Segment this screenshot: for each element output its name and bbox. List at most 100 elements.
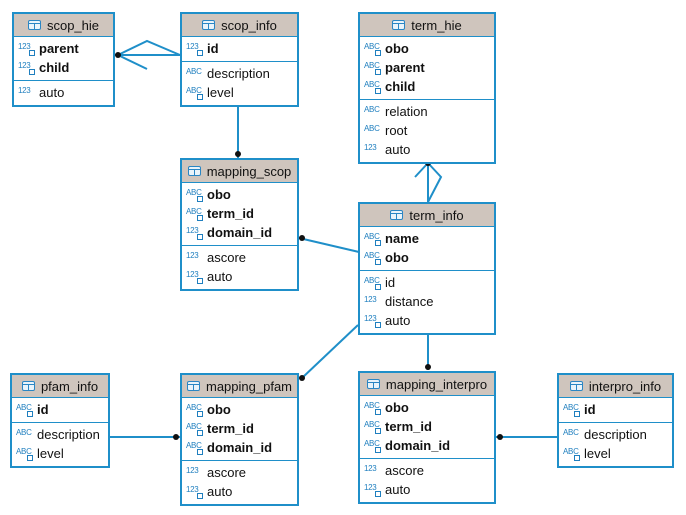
table-header[interactable]: mapping_pfam <box>182 375 297 398</box>
type-glyph: ABC <box>364 79 380 89</box>
index-badge-icon <box>375 321 381 328</box>
key-badge-icon <box>29 68 35 75</box>
numeric-type-icon: 123 <box>186 466 203 480</box>
column-name: auto <box>385 482 411 497</box>
numeric-type-icon: 123 <box>186 226 203 240</box>
string-type-icon: ABC <box>563 403 580 417</box>
column-name: domain_id <box>207 225 273 240</box>
key-badge-icon <box>375 427 381 434</box>
column-row[interactable]: 123 domain_id <box>182 223 297 242</box>
column-row[interactable]: ABC obo <box>360 39 494 58</box>
key-badge-icon <box>574 410 580 417</box>
table-icon <box>187 381 200 391</box>
type-glyph: ABC <box>364 104 380 114</box>
table-header[interactable]: mapping_scop <box>182 160 297 183</box>
key-badge-icon <box>375 446 381 453</box>
type-glyph: ABC <box>364 275 380 285</box>
key-badge-icon <box>197 49 203 56</box>
numeric-type-icon: 123 <box>18 86 35 100</box>
string-type-icon: ABC <box>16 428 33 442</box>
string-type-icon: ABC <box>364 439 381 453</box>
type-glyph: 123 <box>186 269 199 279</box>
table-header[interactable]: mapping_interpro <box>360 373 494 396</box>
table-header[interactable]: term_hie <box>360 14 494 37</box>
string-type-icon: ABC <box>364 232 381 246</box>
column-row[interactable]: ABC term_id <box>182 419 297 438</box>
key-badge-icon <box>375 87 381 94</box>
table-header[interactable]: term_info <box>360 204 494 227</box>
table-header[interactable]: interpro_info <box>559 375 672 398</box>
rel-end-dot <box>173 434 179 440</box>
column-name: level <box>584 446 611 461</box>
column-name: obo <box>385 41 409 56</box>
column-name: obo <box>207 187 231 202</box>
type-glyph: ABC <box>563 427 579 437</box>
table-title: term_hie <box>411 17 462 33</box>
column-name: term_id <box>207 421 254 436</box>
string-type-icon: ABC <box>186 188 203 202</box>
type-glyph: 123 <box>364 142 377 152</box>
column-row[interactable]: ABC obo <box>182 185 297 204</box>
table-header[interactable]: pfam_info <box>12 375 108 398</box>
table-header[interactable]: scop_hie <box>14 14 113 37</box>
string-type-icon: ABC <box>364 42 381 56</box>
key-badge-icon <box>29 49 35 56</box>
table-header[interactable]: scop_info <box>182 14 297 37</box>
type-glyph: ABC <box>16 402 32 412</box>
column-name: level <box>37 446 64 461</box>
column-name: distance <box>385 294 434 309</box>
rel-scop_hie-scop_info <box>114 39 181 70</box>
rel-end-dot <box>235 151 241 157</box>
table-title: pfam_info <box>40 378 99 394</box>
type-glyph: ABC <box>186 421 202 431</box>
